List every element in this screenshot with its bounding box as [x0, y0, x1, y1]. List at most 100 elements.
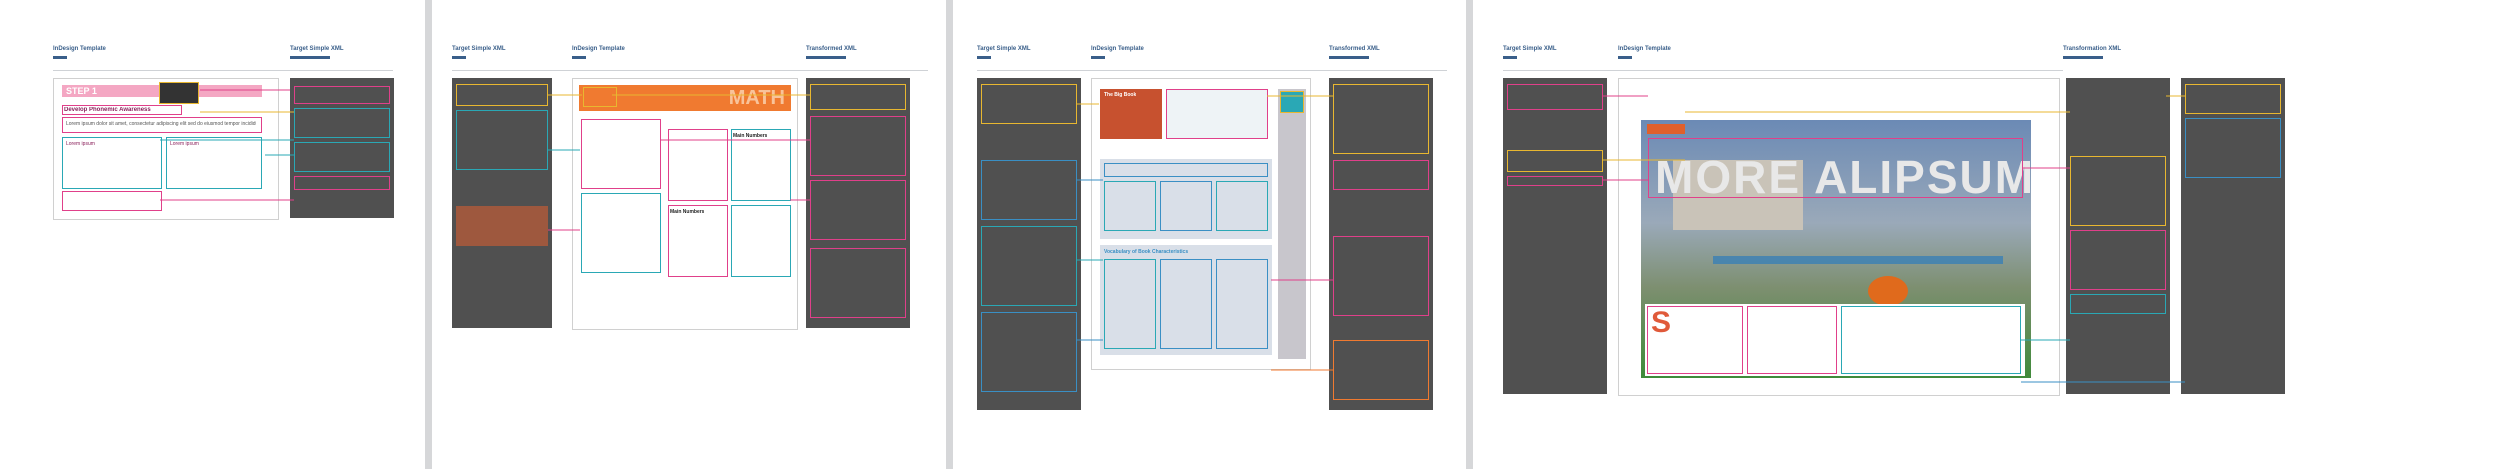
- panel-2: Target Simple XML InDesign Template Tran…: [432, 0, 946, 469]
- xml-code-panel: [290, 78, 394, 218]
- xml-code-panel: [2066, 78, 2170, 394]
- xml-box: [1333, 84, 1429, 154]
- headline-box: [1648, 138, 2023, 198]
- xml-box: [981, 160, 1077, 220]
- content-box: [1216, 259, 1268, 349]
- highlight-block: [456, 206, 548, 246]
- template-page: The Big Book Vocabulary of Book Characte…: [1091, 78, 1311, 370]
- xml-box: [981, 226, 1077, 306]
- header-rule: [452, 70, 928, 71]
- content-box: [1160, 181, 1212, 231]
- drop-cap: S: [1651, 306, 1672, 339]
- xml-box: [2070, 294, 2166, 314]
- label-tag: [2063, 56, 2103, 59]
- worksheet-title: Main Numbers: [670, 209, 705, 215]
- content-panel: [1100, 159, 1272, 239]
- xml-box: [294, 176, 390, 190]
- book-box-title: The Big Book: [1104, 92, 1137, 98]
- label-tag: [1503, 56, 1517, 59]
- label-tag: [1618, 56, 1632, 59]
- text-box: [581, 193, 661, 273]
- xml-box: [2185, 84, 2281, 114]
- info-box: [1166, 89, 1268, 139]
- xml-code-panel: [1503, 78, 1607, 394]
- left-column-box: [62, 137, 162, 189]
- xml-box: [456, 84, 548, 106]
- section-heading: Vocabulary of Book Characteristics: [1104, 249, 1189, 255]
- label-tag: [572, 56, 586, 59]
- xml-code-panel: [1329, 78, 1433, 410]
- xml-box: [1333, 160, 1429, 190]
- xml-box: [456, 110, 548, 170]
- template-page: STEP 1 Develop Phonemic Awareness Lorem …: [53, 78, 279, 220]
- xml-code-panel: [452, 78, 552, 328]
- label-tag: [53, 56, 67, 59]
- connector-lines: [160, 89, 294, 201]
- text-box: [1647, 306, 1743, 374]
- target-xml-label: Target Simple XML: [1503, 46, 1557, 52]
- text-box: [1841, 306, 2021, 374]
- side-bar: [1278, 89, 1306, 359]
- xml-code-panel: [806, 78, 910, 328]
- panel-separator: [425, 0, 432, 469]
- content-box: [1160, 259, 1212, 349]
- xml-box: [1507, 176, 1603, 186]
- panel-4: Target Simple XML InDesign Template Tran…: [1473, 0, 2500, 469]
- indesign-template-label: InDesign Template: [1091, 46, 1144, 52]
- label-tag: [290, 56, 330, 59]
- connector-lines: [548, 94, 810, 231]
- content-box: [1104, 259, 1156, 349]
- content-panel: [1100, 245, 1272, 355]
- xml-box: [810, 84, 906, 110]
- target-xml-label: Target Simple XML: [977, 46, 1031, 52]
- content-box: [1104, 163, 1268, 177]
- lorem-text: Lorem ipsum: [66, 141, 95, 147]
- panel-separator: [1466, 0, 1473, 469]
- connector-lines: [1603, 95, 2185, 383]
- text-box: [1747, 306, 1837, 374]
- logo-box: [583, 87, 617, 107]
- indesign-template-label: InDesign Template: [572, 46, 625, 52]
- xml-box: [2185, 118, 2281, 178]
- target-xml-label: Target Simple XML: [290, 46, 344, 52]
- building: [1673, 160, 1803, 230]
- xml-box: [2070, 230, 2166, 290]
- heading-box: [62, 105, 182, 115]
- caption-strip: [1713, 256, 2003, 264]
- xml-box: [810, 180, 906, 240]
- header-rule: [977, 70, 1447, 71]
- worksheet-box: [731, 205, 791, 277]
- text-box: [581, 119, 661, 189]
- text-area: [1645, 304, 2025, 376]
- header-rule: [1503, 70, 2063, 71]
- title-tag: [1647, 124, 1685, 134]
- template-page: MATH Main Numbers Main Numbers: [572, 78, 798, 330]
- label-tag: [806, 56, 846, 59]
- xml-box: [2070, 156, 2166, 226]
- xml-code-panel: [2181, 78, 2285, 394]
- panel-separator: [946, 0, 953, 469]
- lorem-text: Lorem ipsum: [170, 141, 199, 147]
- section-heading: Develop Phonemic Awareness: [64, 107, 151, 113]
- xml-box: [294, 142, 390, 172]
- title-text: MATH: [728, 87, 785, 109]
- xml-box: [1333, 340, 1429, 400]
- content-box: [1104, 181, 1156, 231]
- xml-box: [1507, 150, 1603, 172]
- transformed-xml-label: Transformed XML: [1329, 46, 1380, 52]
- xml-box: [1333, 236, 1429, 316]
- xml-box: [294, 108, 390, 138]
- indesign-template-label: InDesign Template: [1618, 46, 1671, 52]
- transformation-xml-label: Transformation XML: [2063, 46, 2122, 52]
- worksheet-title: Main Numbers: [733, 133, 768, 139]
- transformed-xml-label: Transformed XML: [806, 46, 857, 52]
- worksheet-box: [668, 129, 728, 201]
- xml-box: [810, 248, 906, 318]
- step-icon-box: [159, 82, 199, 104]
- xml-box: [1507, 84, 1603, 110]
- label-tag: [452, 56, 466, 59]
- lorem-line: Lorem ipsum dolor sit amet, consectetur …: [66, 121, 256, 127]
- intro-box: [62, 117, 262, 133]
- orange-ball: [1868, 276, 1908, 306]
- xml-box: [981, 84, 1077, 124]
